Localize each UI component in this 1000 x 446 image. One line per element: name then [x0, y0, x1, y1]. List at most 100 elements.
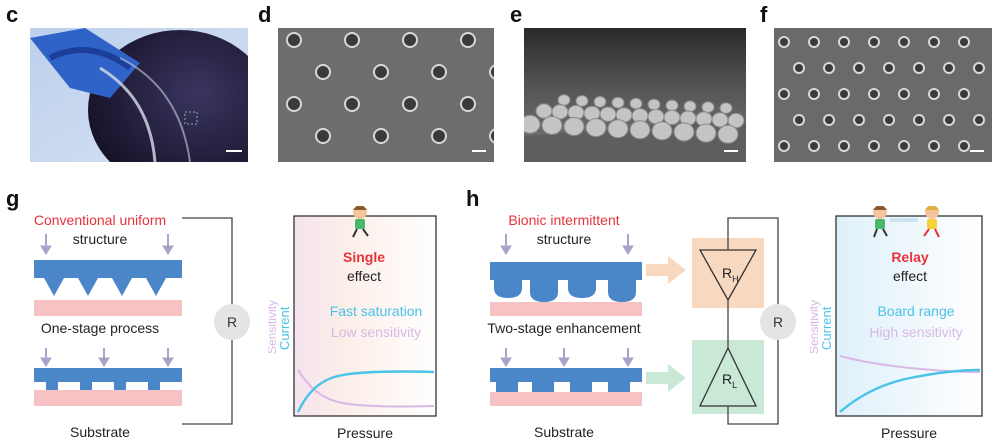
sem-dome	[701, 101, 715, 114]
sem-dome	[683, 100, 697, 113]
sem-hole	[433, 130, 445, 142]
sem-dome	[563, 117, 585, 136]
g-xlabel: Pressure	[336, 425, 394, 441]
sem-hole	[900, 38, 908, 46]
relay-kids-icon	[873, 206, 940, 238]
g-pressure-arrows-bottom	[40, 348, 174, 367]
sem-hole	[975, 64, 983, 72]
sem-hole	[855, 116, 863, 124]
sem-dome	[629, 120, 651, 140]
h-bionic-microstructure	[490, 262, 642, 302]
sem-hole	[810, 142, 818, 150]
panel-label-f: f	[760, 2, 768, 27]
g-effect-red: Single	[343, 249, 385, 265]
g-circuit-diagram: R	[34, 217, 250, 425]
sem-hole	[960, 38, 968, 46]
g-ylabel-sensitivity: Sensitivity	[268, 300, 279, 354]
sem-hole	[288, 34, 300, 46]
h-structure-title-black: structure	[536, 231, 592, 247]
sem-hole	[870, 142, 878, 150]
sem-hole	[780, 142, 788, 150]
h-substrate-top	[490, 302, 642, 316]
sem-hole	[317, 66, 329, 78]
sem-dome	[557, 94, 571, 106]
scale-bar	[472, 150, 486, 152]
sem-dome	[629, 97, 643, 110]
sem-hole	[288, 98, 300, 110]
sem-hole	[346, 34, 358, 46]
h-substrate-label: Substrate	[534, 424, 594, 440]
sem-hole	[930, 90, 938, 98]
sem-dome	[727, 112, 745, 129]
arrow-to-rl	[646, 364, 686, 392]
g-substrate-top	[34, 300, 182, 316]
h-process-label: Two-stage enhancement	[487, 320, 641, 336]
sem-hole	[795, 64, 803, 72]
sem-dome	[607, 119, 629, 139]
sem-hole	[375, 130, 387, 142]
sem-dome	[593, 95, 607, 108]
g-resistor	[214, 304, 250, 340]
g-resistor-label: R	[227, 314, 237, 330]
sem-dome	[599, 106, 617, 122]
sem-hole	[375, 66, 387, 78]
rl-box	[692, 340, 764, 414]
sem-hole	[404, 98, 416, 110]
wafer-photo	[30, 28, 248, 162]
sem-hole	[945, 64, 953, 72]
sem-hole	[462, 98, 474, 110]
sem-hole	[840, 38, 848, 46]
sem-hole	[945, 116, 953, 124]
h-performance-plot: Relay effect Board range High sensitivit…	[810, 206, 983, 417]
rl-label: RL	[722, 371, 737, 390]
sem-hole	[491, 130, 494, 142]
sem-dome	[611, 96, 625, 109]
h-plot-background	[835, 215, 983, 417]
g-legend-sensitivity: Low sensitivity	[331, 324, 421, 340]
sem-hole	[404, 34, 416, 46]
h-ylabel-sensitivity: Sensitivity	[810, 300, 821, 354]
h-compressed-bionic-microstructure	[490, 368, 642, 392]
h-ylabel-current: Current	[819, 306, 834, 350]
sem-hole	[840, 142, 848, 150]
sem-hole	[960, 90, 968, 98]
h-resistor	[760, 304, 796, 340]
g-plot-background	[293, 215, 437, 417]
sem-dense-holes	[774, 28, 992, 162]
sem-hole	[885, 116, 893, 124]
sem-hole	[462, 34, 474, 46]
sem-tilted-domes	[524, 28, 746, 162]
g-structure-title-black: structure	[72, 231, 128, 247]
sem-dome	[665, 99, 679, 112]
sem-hole	[855, 64, 863, 72]
scale-bar	[724, 150, 738, 152]
sem-hole	[930, 142, 938, 150]
sem-dome	[695, 123, 717, 143]
sem-hole	[810, 38, 818, 46]
sem-hole	[825, 64, 833, 72]
sem-hole	[346, 98, 358, 110]
h-effect-red: Relay	[891, 249, 929, 265]
h-pressure-arrows-bottom	[500, 348, 634, 367]
h-legend-sensitivity: High sensitivity	[869, 324, 962, 340]
arrow-to-rh	[646, 256, 686, 284]
sem-dome	[647, 98, 661, 111]
g-pressure-arrows-top	[40, 234, 174, 255]
sem-hole	[810, 90, 818, 98]
h-pressure-arrows-top	[500, 234, 634, 255]
g-compressed-microstructure	[34, 368, 182, 390]
h-resistor-label: R	[773, 314, 783, 330]
h-effect-black: effect	[893, 268, 927, 284]
panel-label-g: g	[6, 186, 20, 211]
h-structure-title-red: Bionic intermittent	[508, 212, 620, 228]
sem-hole	[885, 64, 893, 72]
sem-dome	[535, 103, 553, 119]
h-current-curve	[839, 368, 981, 413]
sem-hole	[960, 142, 968, 150]
sem-dome	[541, 115, 563, 135]
h-substrate-bottom	[490, 392, 642, 406]
g-legend-current: Fast saturation	[330, 303, 423, 319]
panel-label-c: c	[6, 2, 19, 27]
sem-hole	[915, 64, 923, 72]
sem-top-view-holes	[278, 28, 494, 162]
